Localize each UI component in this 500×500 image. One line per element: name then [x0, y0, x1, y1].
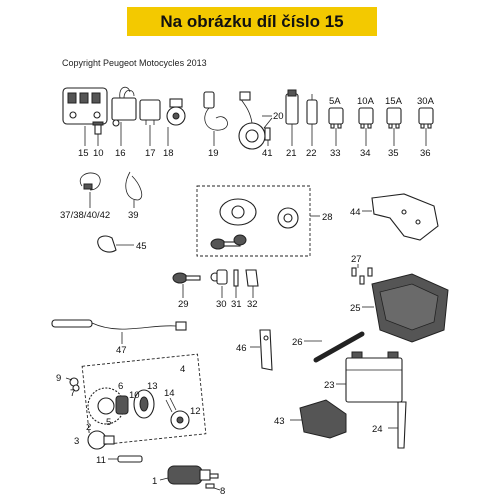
label-19: 19: [208, 148, 219, 159]
part-13-drawing: [133, 389, 155, 419]
label-44: 44: [350, 207, 361, 218]
part-17-drawing: [139, 99, 161, 125]
label-24: 24: [372, 424, 383, 435]
label-17: 17: [145, 148, 156, 159]
fuse-label-30a: 30A: [417, 96, 435, 107]
part-31-drawing: [233, 269, 239, 287]
label-43: 43: [274, 416, 285, 427]
label-10-lower: 10: [129, 390, 140, 401]
part-1-drawing: [167, 465, 211, 485]
banner-title: Na obrázku díl číslo 15: [160, 11, 344, 31]
label-1: 1: [152, 476, 157, 487]
part-19-drawing: [203, 91, 228, 131]
label-2: 2: [86, 422, 91, 433]
part-18-drawing: [166, 98, 186, 126]
part-10-drawing: [92, 121, 104, 135]
fuse-label-10a: 10A: [357, 96, 375, 107]
label-20: 20: [273, 111, 284, 122]
part-4-group-box: [81, 353, 207, 447]
part-3-drawing: [87, 430, 115, 450]
copyright-note: Copyright Peugeot Motocycles 2013: [62, 58, 207, 68]
part-26-drawing: [313, 331, 365, 363]
part-22-drawing: [306, 94, 318, 125]
label-45: 45: [136, 241, 147, 252]
label-34: 34: [360, 148, 371, 159]
label-35: 35: [388, 148, 399, 159]
part-41-drawing: [264, 127, 271, 141]
fuse-5a-drawing: [328, 107, 344, 129]
label-46: 46: [236, 343, 247, 354]
part-24-drawing: [397, 401, 407, 449]
part-21-drawing: [285, 89, 299, 132]
part-15-drawing: [62, 87, 108, 125]
label-33: 33: [330, 148, 341, 159]
callout-labels: 15 10 16 17 18 19 20 41 21 22 33 34 35 3…: [56, 96, 435, 497]
part-8-drawing: [205, 473, 219, 489]
label-37-38-40-42: 37/38/40/42: [60, 210, 110, 221]
label-21: 21: [286, 148, 297, 159]
part-32-drawing: [245, 269, 259, 287]
part-44-drawing: [371, 193, 439, 241]
label-16: 16: [115, 148, 126, 159]
part-28-drawing: [210, 198, 299, 250]
part-25-drawing: [371, 273, 449, 343]
label-47: 47: [116, 345, 127, 356]
part-30-drawing: [210, 269, 228, 285]
label-18: 18: [163, 148, 174, 159]
label-27: 27: [351, 254, 362, 265]
label-15: 15: [78, 148, 89, 159]
label-30: 30: [216, 299, 227, 310]
label-8: 8: [220, 486, 225, 497]
fuse-10a-drawing: [358, 107, 374, 129]
part-43-drawing: [299, 399, 347, 439]
title-banner: Na obrázku díl číslo 15: [127, 7, 377, 36]
label-28: 28: [322, 212, 333, 223]
label-7: 7: [70, 388, 75, 399]
label-36: 36: [420, 148, 431, 159]
label-5: 5: [106, 417, 111, 428]
label-23: 23: [324, 380, 335, 391]
part-29-drawing: [172, 272, 201, 284]
label-11: 11: [96, 455, 106, 466]
label-29: 29: [178, 299, 189, 310]
fuse-15a-drawing: [386, 107, 402, 129]
label-39: 39: [128, 210, 139, 221]
fuse-label-15a: 15A: [385, 96, 403, 107]
fuse-30a-drawing: [418, 107, 434, 129]
label-6: 6: [118, 381, 123, 392]
label-31: 31: [231, 299, 242, 310]
label-32: 32: [247, 299, 258, 310]
label-22: 22: [306, 148, 317, 159]
label-10: 10: [93, 148, 104, 159]
part-12-drawing: [170, 410, 190, 430]
part-5-drawing: [87, 387, 125, 425]
part-47-drawing: [51, 319, 187, 331]
part-16-drawing: [111, 86, 137, 127]
label-9: 9: [56, 373, 61, 384]
part-45-drawing: [97, 235, 117, 253]
label-4: 4: [180, 364, 185, 375]
label-25: 25: [350, 303, 361, 314]
label-26: 26: [292, 337, 303, 348]
part-23-drawing: [345, 351, 403, 403]
part-39-drawing: [125, 171, 143, 201]
part-6-drawing: [115, 395, 129, 415]
part-11-drawing: [117, 455, 143, 463]
part-46-drawing: [259, 329, 273, 371]
label-13: 13: [147, 381, 158, 392]
label-3: 3: [74, 436, 79, 447]
part-37-drawing: [79, 172, 101, 191]
fuse-label-5a: 5A: [329, 96, 341, 107]
label-12: 12: [190, 406, 201, 417]
part-27-drawing: [351, 267, 373, 285]
label-14: 14: [164, 388, 175, 399]
label-41: 41: [262, 148, 273, 159]
part-28-group-box: [196, 185, 311, 257]
part-14-drawing: [165, 397, 177, 413]
